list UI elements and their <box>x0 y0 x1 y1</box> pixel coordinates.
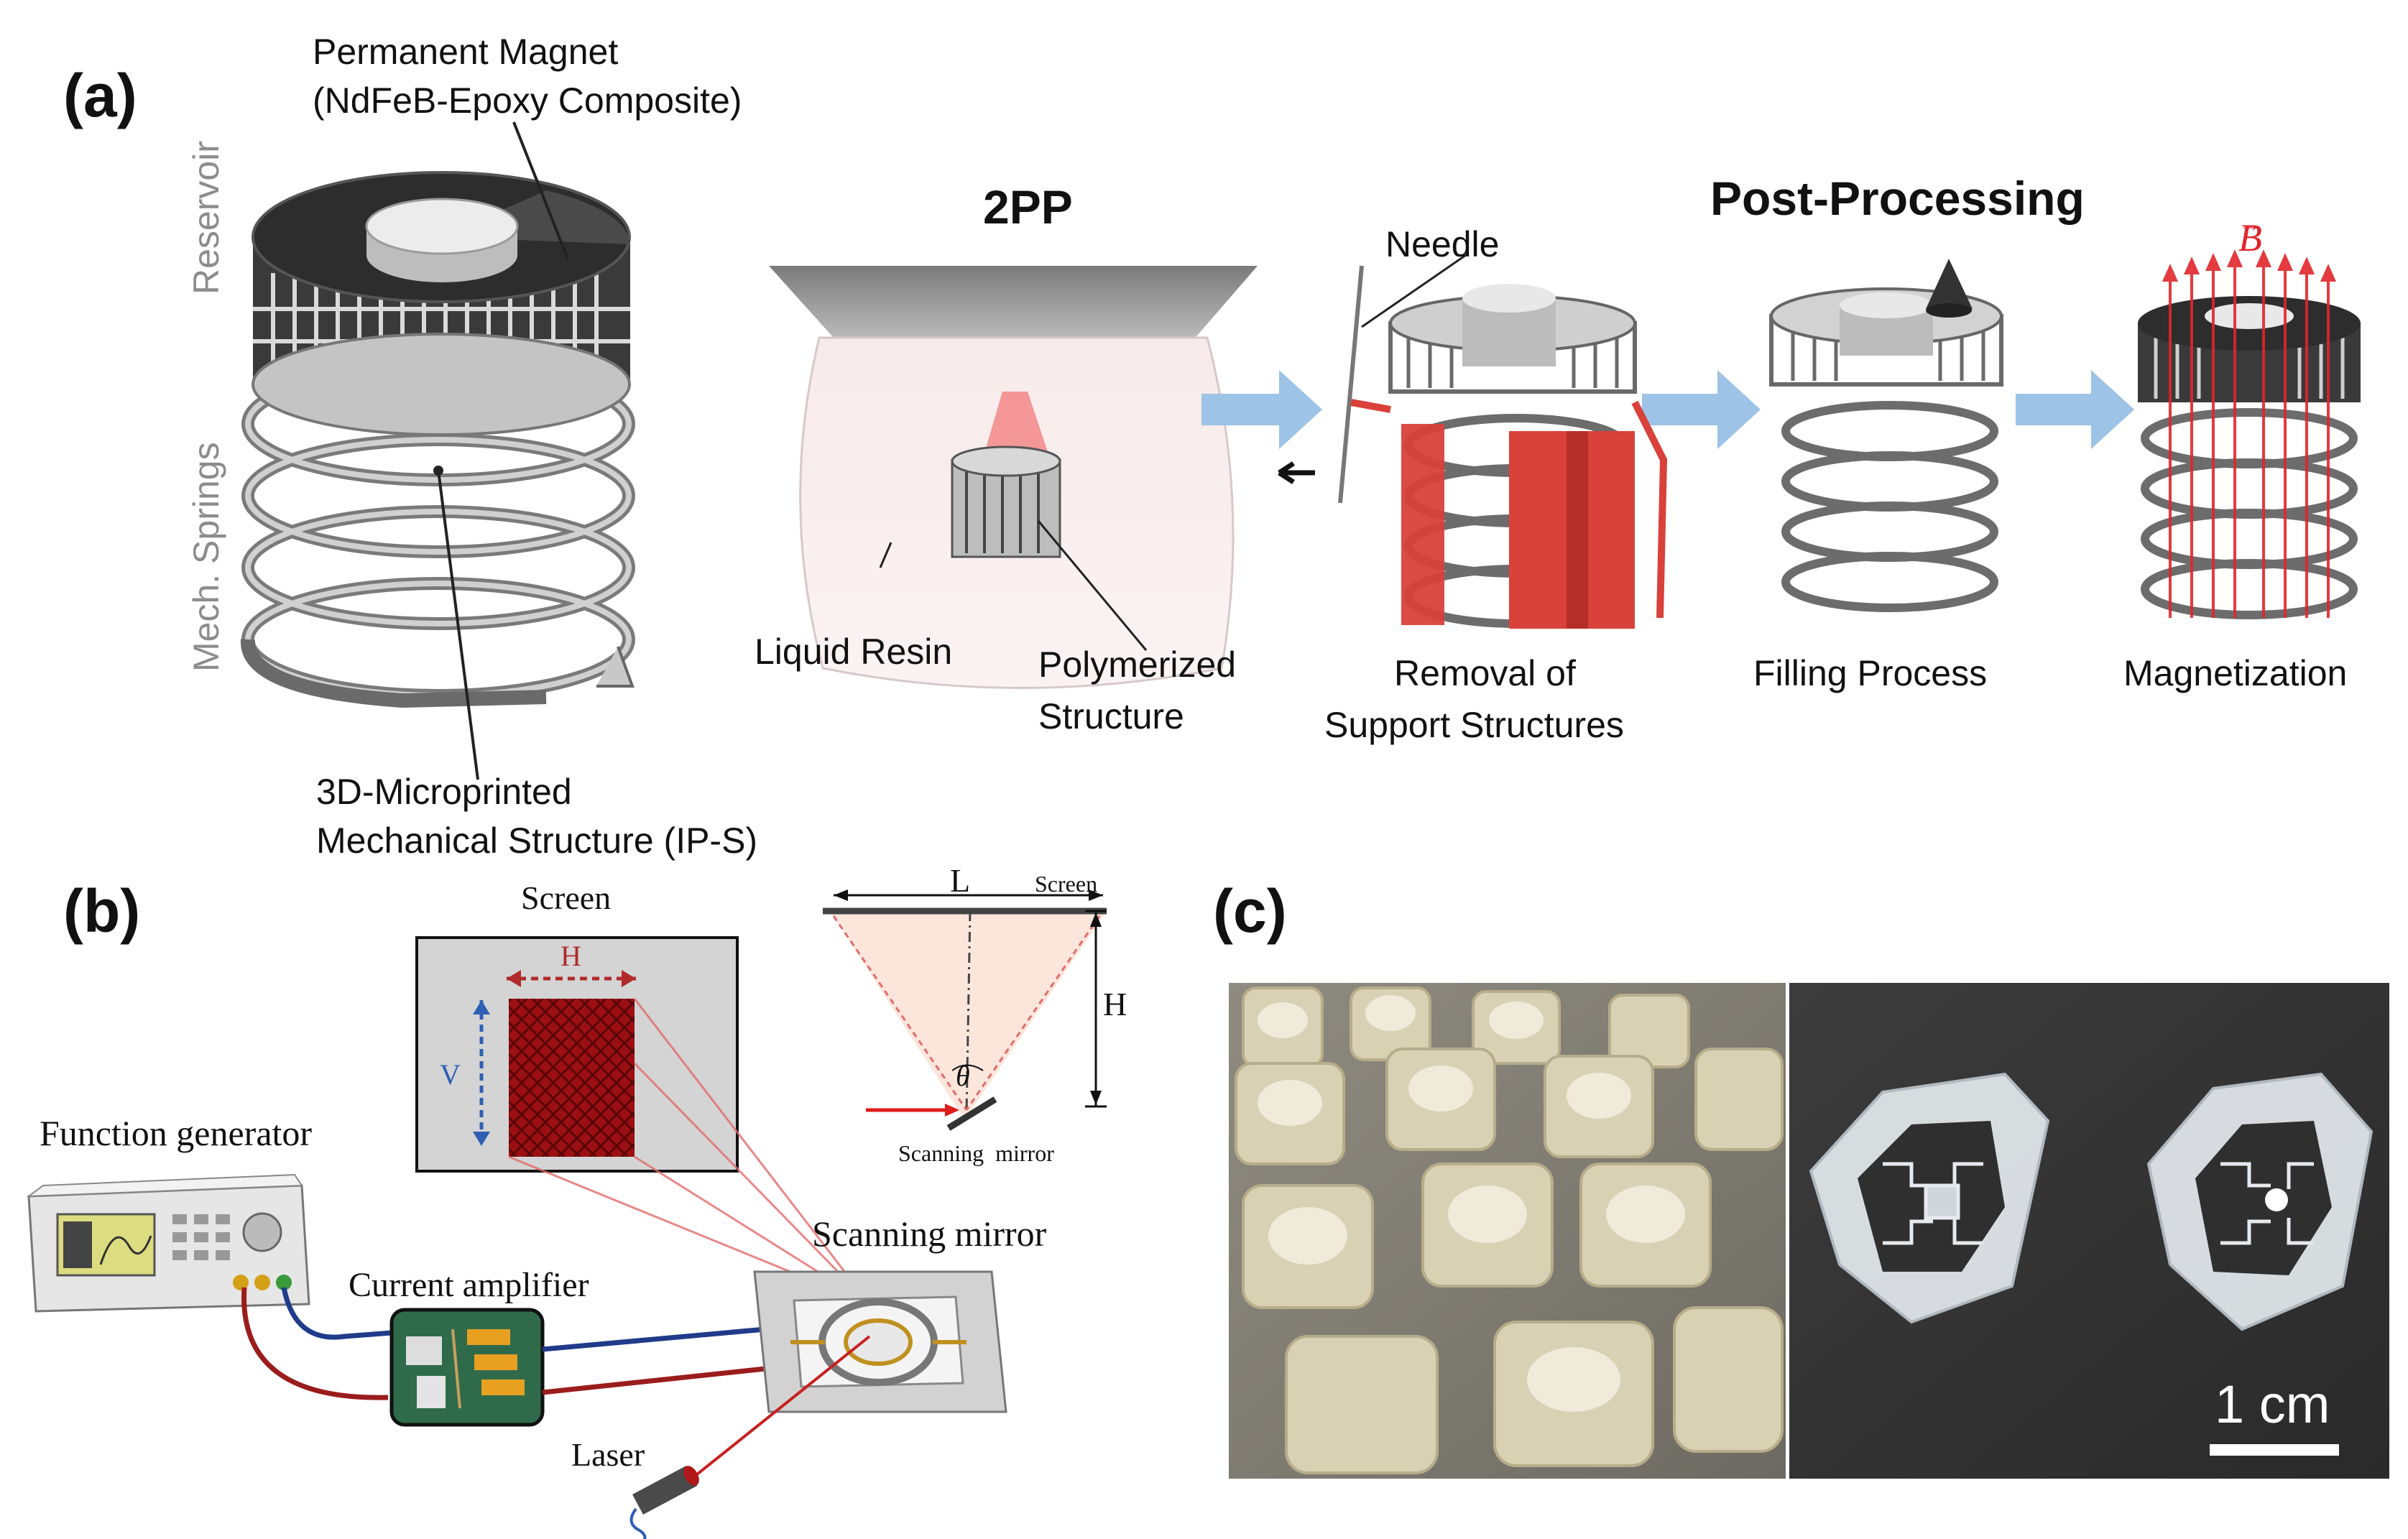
inset-mirror-label: Scanning mirror <box>898 1140 1054 1166</box>
scale-bar-label: 1 cm <box>2215 1374 2330 1434</box>
laser-label: Laser <box>571 1436 645 1473</box>
polymerized-label-line1: Polymerized <box>1038 644 1237 685</box>
magnetization-label: Magnetization <box>2123 653 2348 693</box>
device-removal <box>1338 254 1668 629</box>
springs-label: Mech. Springs <box>186 442 226 672</box>
structure-label-line1: 3D-Microprinted <box>316 772 572 812</box>
scanning-mirror-label: Scanning mirror <box>812 1214 1047 1254</box>
reservoir-label: Reservoir <box>186 141 226 295</box>
left-arrow <box>1278 461 1315 484</box>
photo-left <box>1229 983 1786 1479</box>
polymerized-label-line2: Structure <box>1038 696 1184 736</box>
cable-blue <box>281 1287 392 1340</box>
function-generator-label: Function generator <box>40 1113 313 1153</box>
vector-arrow-icon: → <box>2239 213 2261 236</box>
current-amplifier-device <box>389 1308 545 1427</box>
screen-label: Screen <box>521 879 612 916</box>
device-magnetization <box>2138 249 2361 619</box>
inset-l-label: L <box>950 862 971 899</box>
screen-h-label: H <box>561 940 581 972</box>
removal-label-line2: Support Structures <box>1324 705 1624 745</box>
geometry-inset <box>823 889 1107 1131</box>
panel-a-letter: (a) <box>63 62 137 129</box>
panel-b-letter: (b) <box>63 877 141 945</box>
photo-right <box>1789 983 2389 1479</box>
field-symbol-b: B <box>2238 216 2262 259</box>
function-generator-device <box>26 1173 310 1313</box>
filling-label: Filling Process <box>1753 653 1988 693</box>
screen-v-label: V <box>440 1058 461 1091</box>
cable-red <box>241 1287 389 1400</box>
header-post-processing: Post-Processing <box>1710 172 2085 225</box>
removal-label-line1: Removal of <box>1394 653 1576 693</box>
inset-theta-label: θ <box>956 1060 970 1092</box>
panel-c-letter: (c) <box>1213 877 1287 945</box>
needle-label: Needle <box>1385 224 1500 264</box>
magnet-label-line1: Permanent Magnet <box>313 32 619 72</box>
scanning-mirror-device <box>753 1270 1007 1413</box>
laser-device <box>629 1335 871 1539</box>
objective-lens <box>769 266 1258 689</box>
magnet-label-line2: (NdFeB-Epoxy Composite) <box>313 80 742 121</box>
device-main <box>240 121 635 780</box>
header-2pp: 2PP <box>983 180 1073 234</box>
liquid-resin-label: Liquid Resin <box>755 632 953 672</box>
inset-screen-label: Screen <box>1035 871 1098 897</box>
inset-h-label: H <box>1103 986 1127 1022</box>
current-amplifier-label: Current amplifier <box>349 1266 589 1304</box>
structure-label-line2: Mechanical Structure (IP-S) <box>316 821 758 861</box>
device-filling <box>1769 259 2003 612</box>
scale-bar <box>2210 1444 2339 1456</box>
flow-arrows <box>1201 370 2134 449</box>
screen-box <box>415 936 739 1173</box>
